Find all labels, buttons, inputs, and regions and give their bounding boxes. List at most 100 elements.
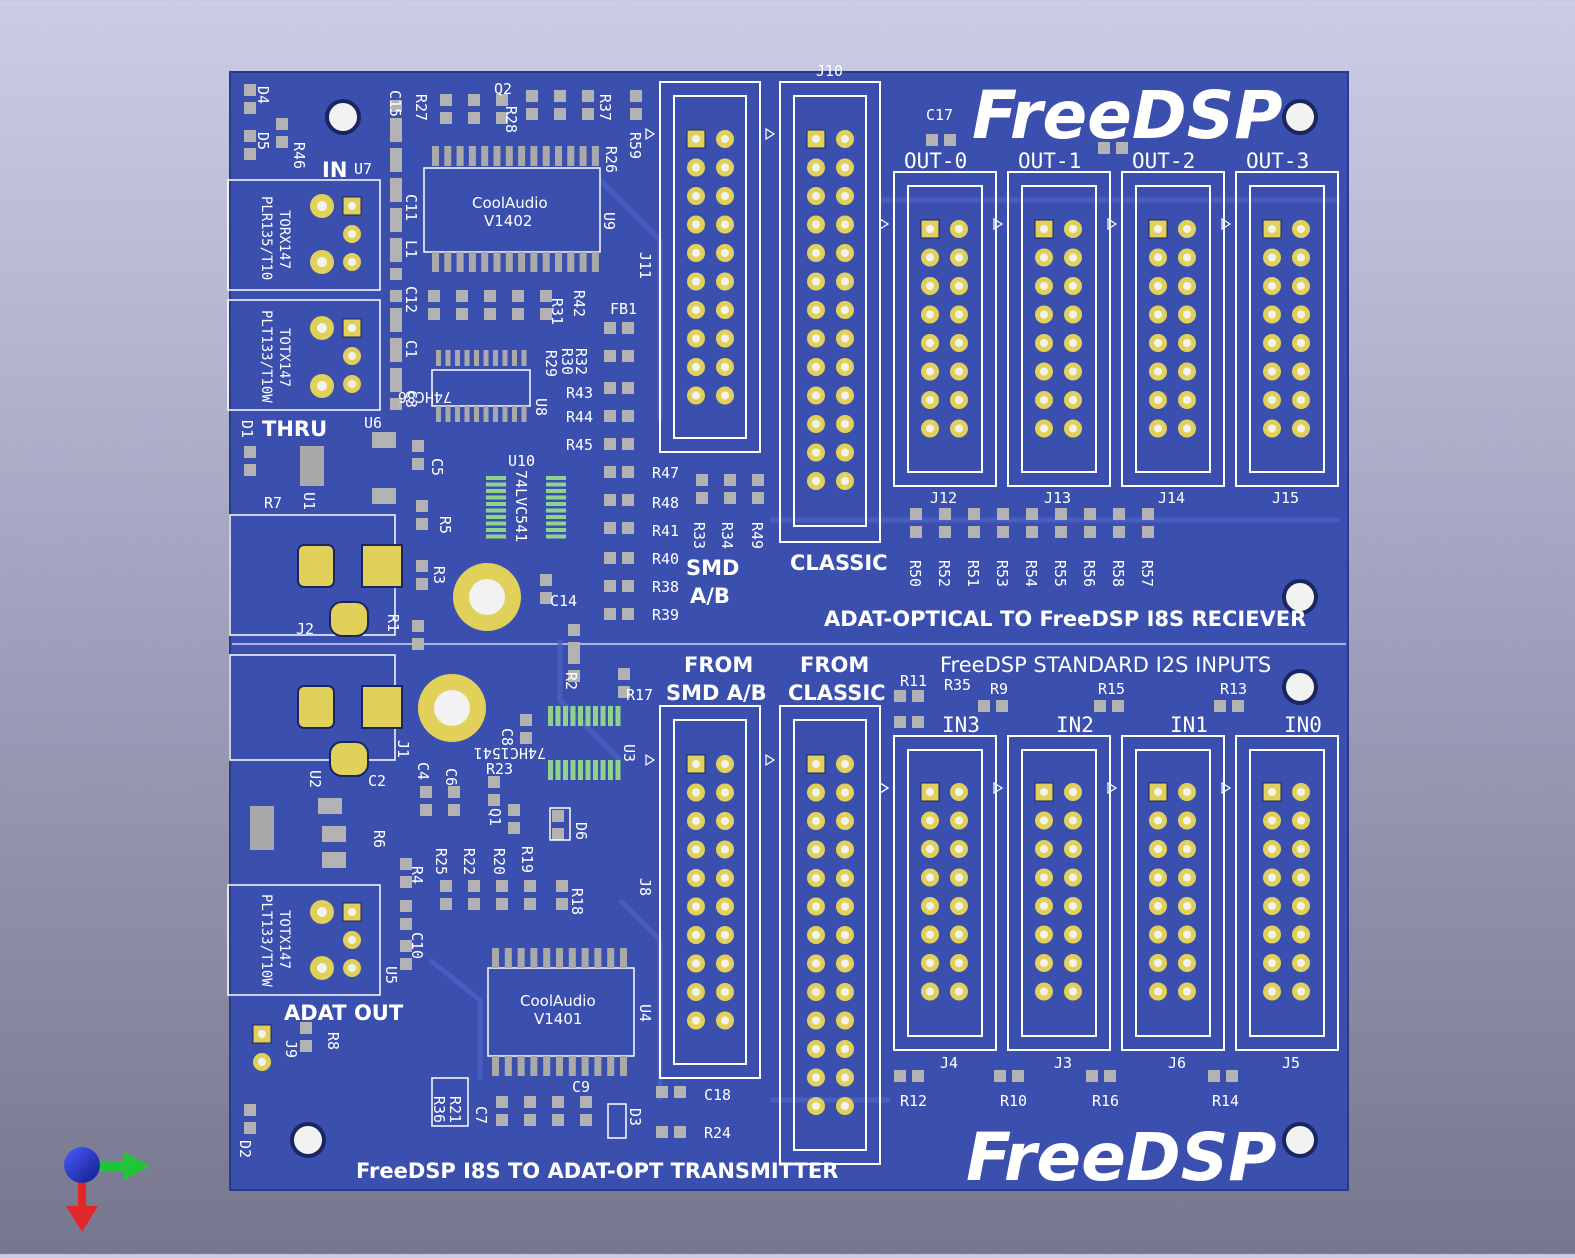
ic-lead	[607, 1056, 615, 1076]
designator-fb1: FB1	[610, 300, 637, 318]
smd-pad	[416, 518, 428, 530]
designator-c5: C5	[428, 458, 446, 476]
pin-hole	[841, 1102, 849, 1110]
output-ref: J12	[930, 489, 957, 507]
smd-label: SMD	[686, 556, 739, 580]
smd-pad	[428, 290, 440, 302]
header-inner	[1249, 185, 1325, 473]
smd-pad	[390, 148, 402, 160]
smd-pad	[390, 100, 402, 112]
pin-hole	[841, 1073, 849, 1082]
smd-pad	[622, 322, 634, 334]
pin-hole	[812, 391, 820, 400]
smd-pad	[540, 290, 552, 302]
thru-label: THRU	[262, 417, 327, 441]
ic-lead	[546, 534, 566, 539]
pin-hole	[955, 873, 963, 882]
smd-pad	[674, 1086, 686, 1098]
ic-lead	[493, 350, 498, 366]
pin-hole	[1268, 339, 1276, 347]
smd-pad	[630, 108, 642, 120]
designator-r10: R10	[1000, 1092, 1027, 1110]
u1-body	[300, 446, 324, 486]
designator-d1: D1	[238, 420, 256, 438]
pin-hole	[1183, 816, 1191, 825]
pin-hole	[955, 253, 963, 262]
ic-lead	[563, 706, 568, 726]
pin-hole	[841, 306, 849, 314]
smd-pad	[390, 320, 402, 332]
pin-hole	[955, 788, 963, 796]
pin-hole	[926, 987, 934, 996]
receiver-title: ADAT-OPTICAL TO FreeDSP I8S RECIEVER	[824, 607, 1306, 631]
smd-pad	[390, 118, 402, 130]
smd-pad	[412, 620, 424, 632]
pin-hole	[348, 258, 356, 266]
smd-pad	[244, 148, 256, 160]
pin-hole	[812, 220, 820, 229]
ic-lead	[546, 528, 566, 532]
pin-hole	[1268, 873, 1276, 882]
pin-hole	[812, 306, 820, 314]
pin1-marker	[993, 781, 1004, 795]
smd-pad	[390, 160, 402, 172]
header-inner	[1021, 749, 1097, 1037]
pin-hole	[1040, 310, 1048, 319]
logo-text: FreeDSP	[972, 77, 1283, 154]
ic-lead	[518, 146, 526, 166]
ic-lead	[608, 760, 613, 780]
pin-hole	[955, 816, 963, 825]
ic-lead	[543, 948, 551, 968]
pin-hole	[841, 363, 849, 371]
pin-hole	[692, 988, 700, 996]
ic-lead	[530, 252, 538, 272]
designator-l1: L1	[402, 240, 420, 258]
pin-hole	[926, 396, 934, 404]
smd-pad	[997, 526, 1009, 538]
header-outer	[893, 171, 997, 487]
smd-pad	[568, 642, 580, 654]
smd-pad	[244, 1122, 256, 1134]
ic-lead	[530, 948, 538, 968]
smd-pad	[468, 94, 480, 106]
d6-outline	[549, 807, 571, 841]
smd-pad	[496, 880, 508, 892]
pin-hole	[258, 1030, 266, 1038]
pin-hole	[1154, 987, 1162, 996]
designator-r48: R48	[652, 494, 679, 512]
ic-lead	[521, 406, 527, 422]
smd-pad	[604, 410, 616, 422]
u5-pins	[342, 902, 362, 977]
pin-hole	[841, 249, 849, 257]
smd-pad	[604, 322, 616, 334]
u4-ref: U4	[636, 1004, 654, 1022]
pin-hole	[721, 163, 729, 172]
smd-pad	[496, 1114, 508, 1126]
pin-hole	[926, 225, 934, 233]
ic-lead	[546, 482, 566, 487]
smd-pad	[468, 112, 480, 124]
pin-hole	[1040, 873, 1048, 882]
header-outlines	[659, 81, 881, 1165]
smd-pad	[1208, 1070, 1220, 1082]
u7-ref: U7	[354, 160, 372, 178]
pin-hole	[692, 135, 700, 143]
pin-hole	[1297, 339, 1305, 347]
header-inner	[1021, 185, 1097, 473]
smd-pad	[390, 350, 402, 362]
smd-pad	[512, 308, 524, 320]
pin-hole	[692, 391, 700, 400]
smd-pad	[508, 822, 520, 834]
designator-r34: R34	[718, 522, 736, 549]
smd-pad	[894, 1070, 906, 1082]
pin-hole	[348, 324, 356, 332]
pin1-marker	[765, 753, 776, 767]
pin-hole	[1040, 959, 1048, 967]
jack-pads	[297, 544, 403, 777]
smd-pad	[604, 552, 616, 564]
smd-pad	[894, 716, 906, 728]
y-axis-head	[66, 1206, 98, 1232]
smd-pad	[524, 1096, 536, 1108]
pin-hole	[1154, 816, 1162, 825]
